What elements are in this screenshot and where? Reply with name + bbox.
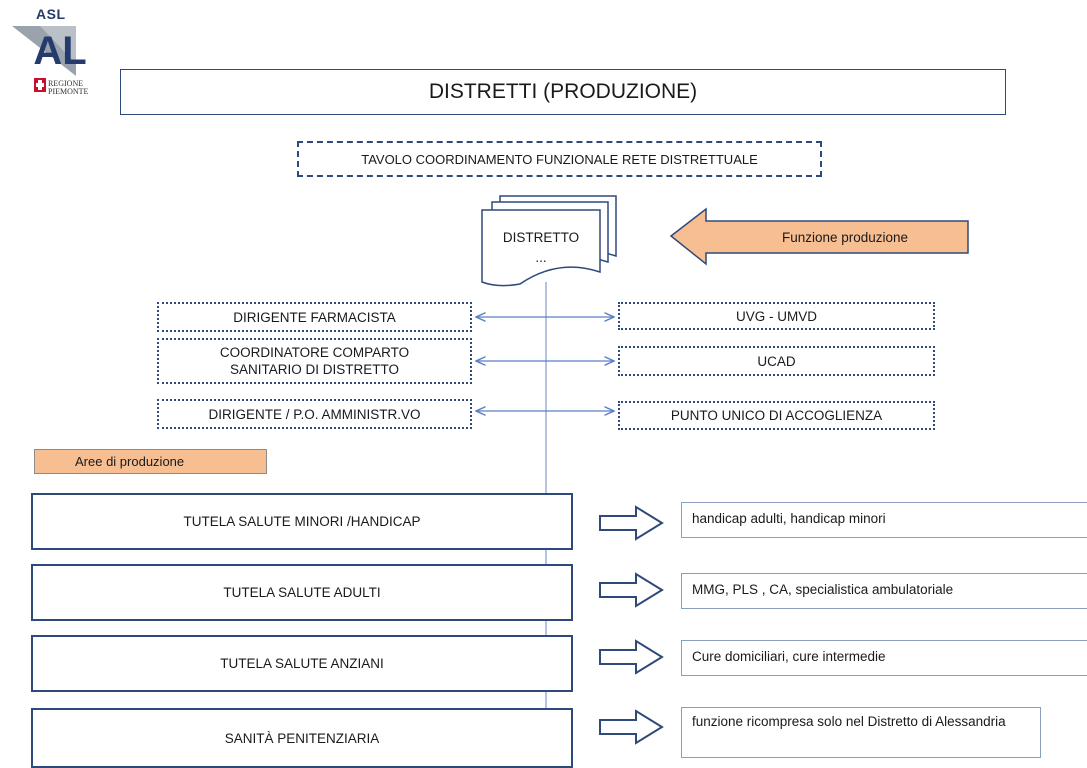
role-box-left-2-line1: COORDINATORE COMPARTO — [219, 345, 410, 360]
role-box-right-2: UCAD — [618, 346, 935, 376]
logo-letters: AL — [33, 29, 86, 73]
area-arrow-4 — [599, 709, 664, 745]
district-label: DISTRETTO ... — [486, 228, 596, 268]
area-description-1: handicap adulti, handicap minori — [681, 502, 1087, 538]
page-title: DISTRETTI (PRODUZIONE) — [120, 69, 1006, 115]
coordination-box: TAVOLO COORDINAMENTO FUNZIONALE RETE DIS… — [297, 141, 822, 177]
logo-region-line2: PIEMONTE — [48, 87, 89, 96]
asl-logo: ASL AL REGIONE PIEMONTE — [6, 4, 114, 106]
role-box-left-2: COORDINATORE COMPARTO SANITARIO DI DISTR… — [157, 338, 472, 384]
role-box-left-1-text: DIRIGENTE FARMACISTA — [233, 309, 396, 325]
area-box-4: SANITÀ PENITENZIARIA — [31, 708, 573, 768]
area-description-2: MMG, PLS , CA, specialistica ambulatoria… — [681, 573, 1087, 609]
area-description-4: funzione ricompresa solo nel Distretto d… — [681, 707, 1041, 758]
role-box-right-3: PUNTO UNICO DI ACCOGLIENZA — [618, 401, 935, 430]
role-box-left-3: DIRIGENTE / P.O. AMMINISTR.VO — [157, 399, 472, 429]
logo-region-line1: REGIONE — [48, 79, 84, 88]
area-arrow-1 — [599, 505, 664, 541]
district-name: DISTRETTO — [502, 230, 580, 245]
district-document-stack-icon — [481, 195, 617, 287]
area-box-1: TUTELA SALUTE MINORI /HANDICAP — [31, 493, 573, 550]
logo-acronym: ASL — [36, 6, 66, 22]
area-box-3: TUTELA SALUTE ANZIANI — [31, 635, 573, 692]
role-box-right-1: UVG - UMVD — [618, 302, 935, 330]
logo-mark: AL — [12, 26, 87, 92]
area-description-3: Cure domiciliari, cure intermedie — [681, 640, 1087, 676]
role-box-left-3-text: DIRIGENTE / P.O. AMMINISTR.VO — [208, 406, 421, 422]
area-arrow-3 — [599, 639, 664, 675]
role-box-left-1: DIRIGENTE FARMACISTA — [157, 302, 472, 332]
funzione-produzione-label: Funzione produzione — [781, 229, 909, 245]
area-arrow-2 — [599, 572, 664, 608]
areas-label: Aree di produzione — [34, 449, 267, 474]
funzione-arrow-shape — [669, 207, 969, 266]
area-box-2: TUTELA SALUTE ADULTI — [31, 564, 573, 621]
district-ellipsis: ... — [535, 250, 547, 265]
role-box-left-2-line2: SANITARIO DI DISTRETTO — [229, 362, 399, 377]
